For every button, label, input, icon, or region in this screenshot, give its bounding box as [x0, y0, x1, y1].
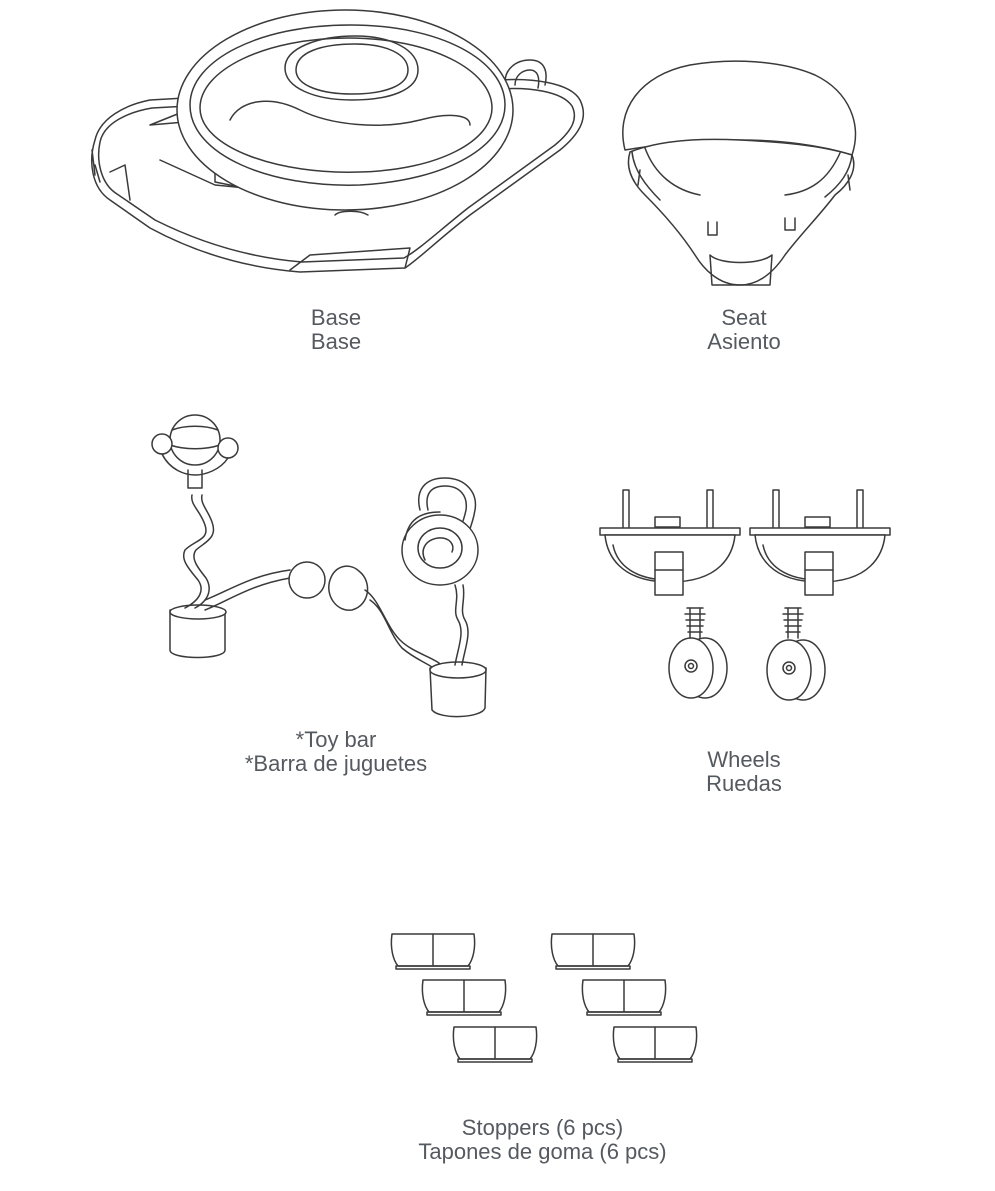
wheels-label: Wheels Ruedas: [644, 748, 844, 796]
stoppers-label: Stoppers (6 pcs) Tapones de goma (6 pcs): [380, 1116, 705, 1164]
base-illustration: [91, 9, 585, 273]
wheel-housing-left: [599, 489, 741, 596]
stoppers-name-en: Stoppers (6 pcs): [461, 1115, 624, 1140]
seat-part: Seat Asiento: [600, 0, 995, 360]
base-name-es: Base: [310, 329, 362, 354]
base-label: Base Base: [236, 306, 436, 354]
toy-bar-name-es: *Barra de juguetes: [244, 751, 428, 776]
base-part: Base Base: [0, 0, 600, 360]
wheels-name-es: Ruedas: [706, 771, 782, 796]
stopper: [550, 933, 636, 970]
stopper: [612, 1026, 698, 1063]
toy-bar-name-en: *Toy bar: [295, 727, 377, 752]
stopper: [390, 933, 476, 970]
seat-illustration: [622, 60, 857, 286]
wheel-housing-right: [749, 489, 891, 596]
stopper: [421, 979, 507, 1016]
wheels-illustration: [599, 489, 891, 701]
toy-bar-label: *Toy bar *Barra de juguetes: [186, 728, 486, 776]
caster-right: [766, 607, 826, 701]
toy-bar-illustration: [151, 414, 487, 718]
stoppers-part: Stoppers (6 pcs) Tapones de goma (6 pcs): [380, 920, 710, 1170]
caster-left: [668, 607, 728, 699]
base-name-en: Base: [310, 305, 362, 330]
seat-label: Seat Asiento: [644, 306, 844, 354]
wheels-part: Wheels Ruedas: [595, 470, 995, 800]
stopper: [452, 1026, 538, 1063]
stoppers-name-es: Tapones de goma (6 pcs): [418, 1139, 667, 1164]
toy-bar-part: *Toy bar *Barra de juguetes: [0, 400, 600, 790]
seat-name-es: Asiento: [707, 329, 781, 354]
stoppers-illustration: [390, 933, 698, 1063]
stopper: [581, 979, 667, 1016]
seat-name-en: Seat: [721, 305, 767, 330]
wheels-name-en: Wheels: [707, 747, 781, 772]
